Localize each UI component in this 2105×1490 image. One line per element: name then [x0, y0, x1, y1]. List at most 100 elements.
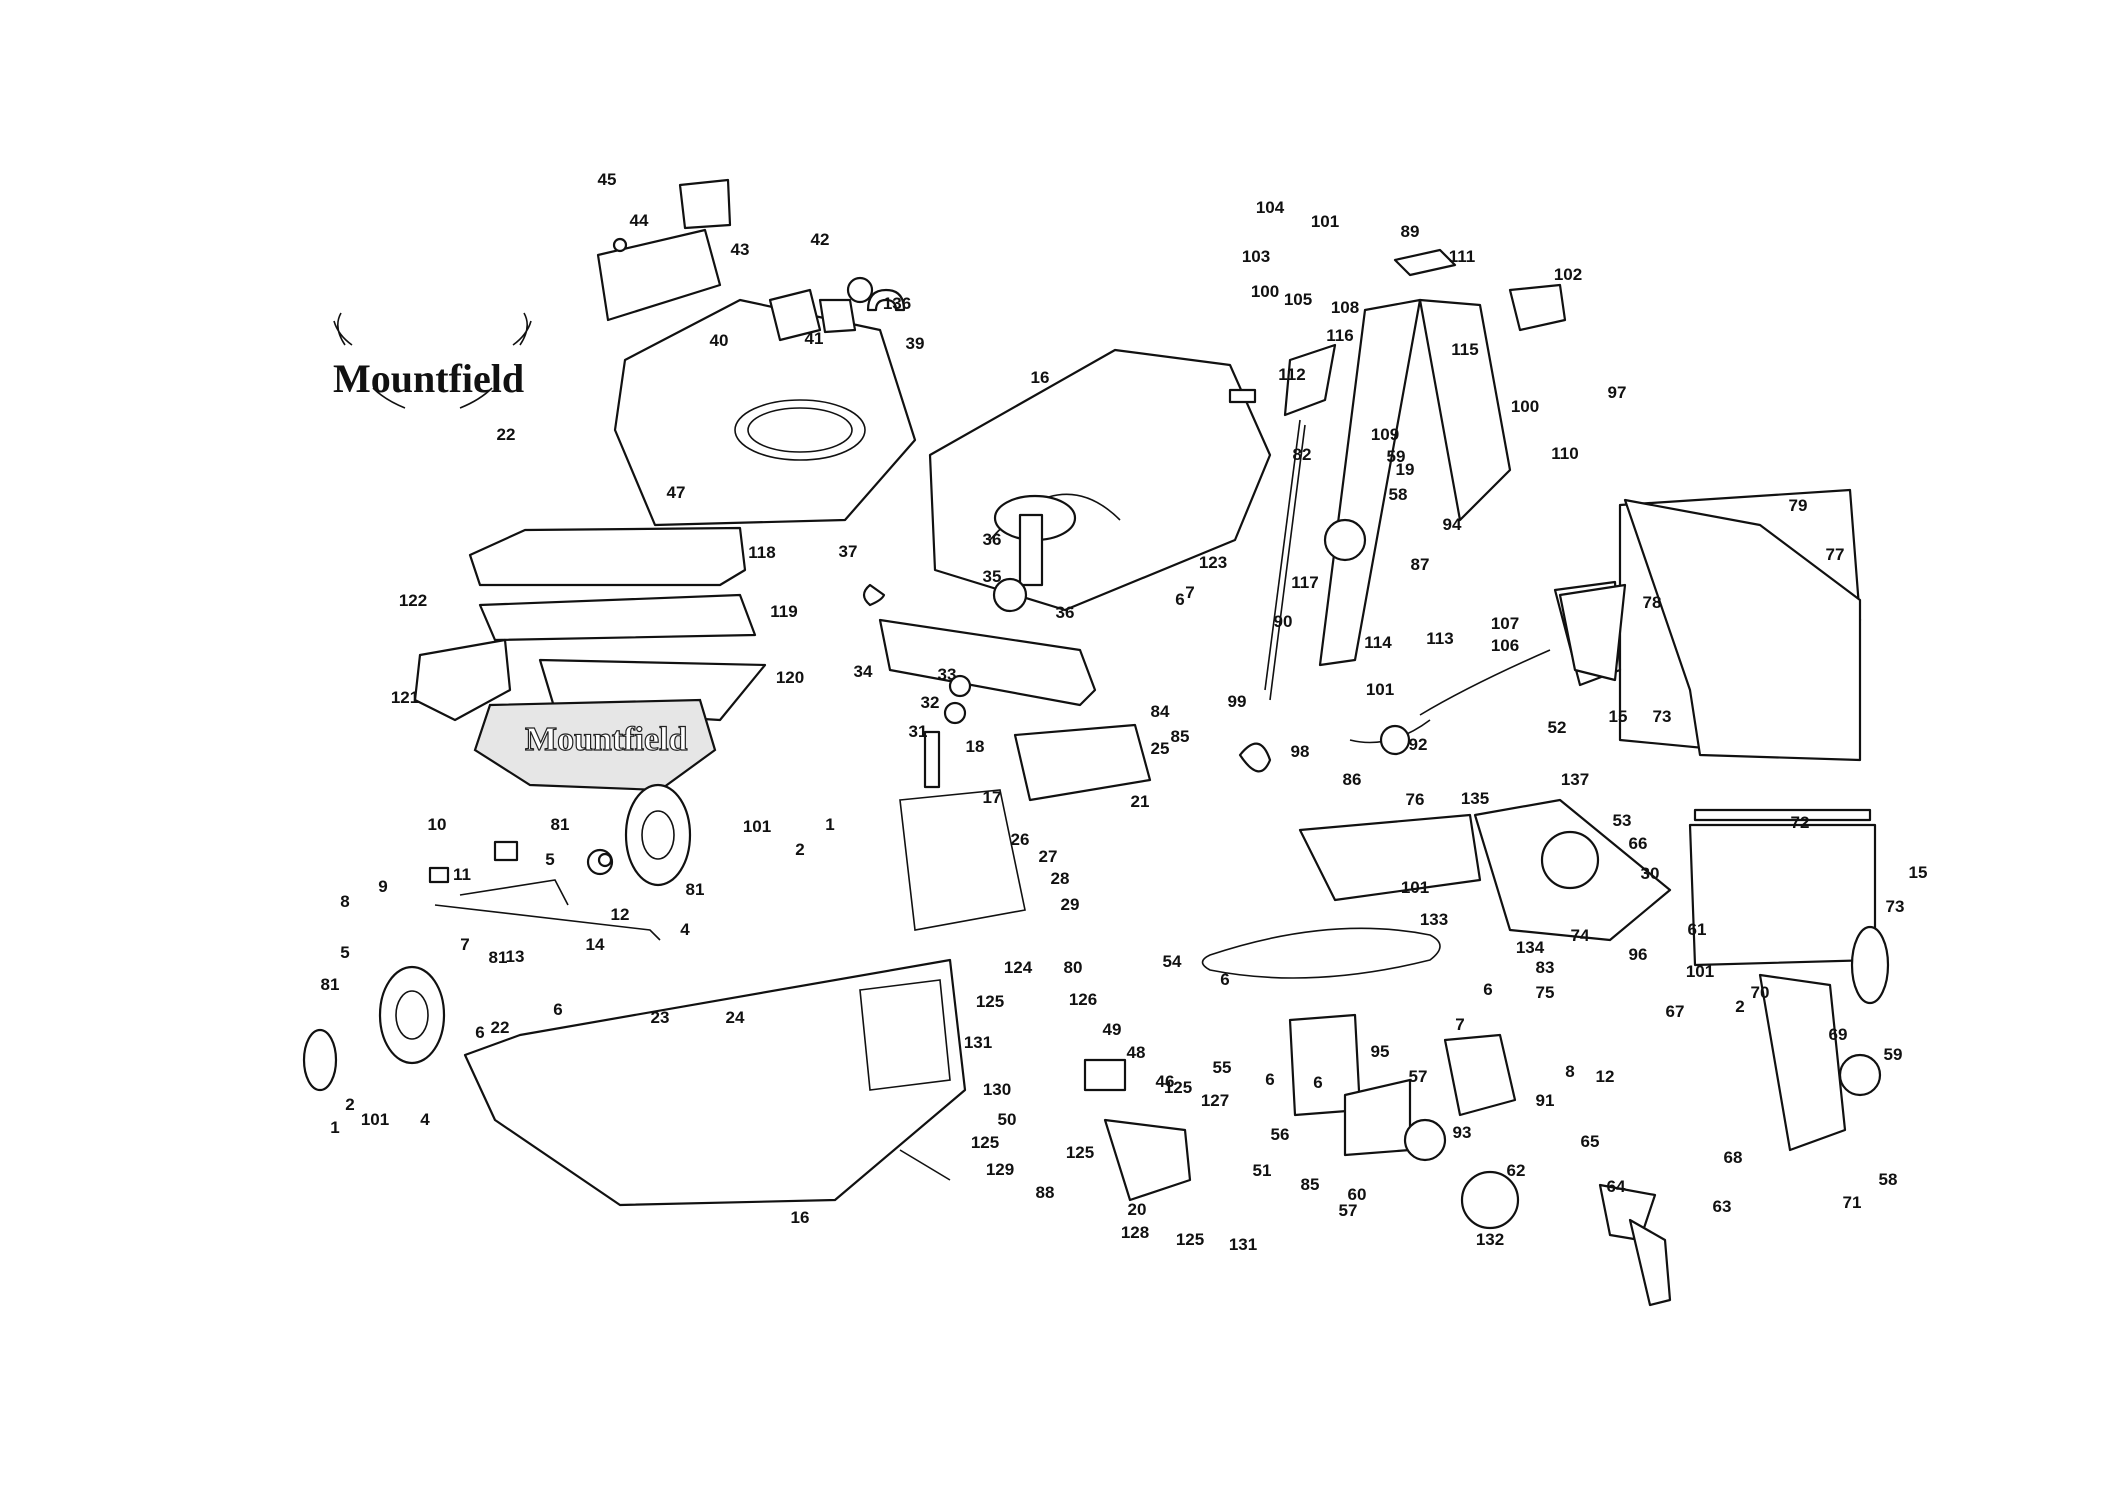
part-label-37: 37 [839, 542, 858, 561]
part-label-131-2: 131 [1229, 1235, 1257, 1254]
part-label-96: 96 [1629, 945, 1648, 964]
part-label-85: 85 [1171, 727, 1190, 746]
part-label-36: 36 [983, 530, 1002, 549]
part-label-87: 87 [1411, 555, 1430, 574]
part-label-21: 21 [1131, 792, 1150, 811]
part-label-40: 40 [710, 331, 729, 350]
part-label-85-2: 85 [1301, 1175, 1320, 1194]
part-label-44: 44 [630, 211, 649, 230]
part-label-93: 93 [1453, 1123, 1472, 1142]
part-label-114: 114 [1364, 633, 1392, 652]
part-label-9: 9 [378, 877, 387, 896]
part-label-122: 122 [399, 591, 427, 610]
part-label-12-2: 12 [1596, 1067, 1615, 1086]
part-label-125: 125 [976, 992, 1004, 1011]
part-label-18: 18 [966, 737, 985, 756]
deck-brand: Mountfield [525, 721, 688, 758]
part-label-7-3: 7 [1455, 1015, 1464, 1034]
part-label-95: 95 [1371, 1042, 1390, 1061]
part-label-63: 63 [1713, 1197, 1732, 1216]
part-label-102: 102 [1554, 265, 1582, 284]
part-label-59: 59 [1387, 447, 1406, 466]
part-label-91: 91 [1536, 1091, 1555, 1110]
part-label-15-2: 15 [1909, 863, 1928, 882]
part-label-109: 109 [1371, 425, 1399, 444]
part-label-101-3: 101 [1366, 680, 1394, 699]
part-label-70: 70 [1751, 983, 1770, 1002]
part-label-107: 107 [1491, 614, 1519, 633]
part-label-125-2: 125 [971, 1133, 999, 1152]
part-label-82: 82 [1293, 445, 1312, 464]
part-label-92: 92 [1409, 735, 1428, 754]
part-label-117: 117 [1291, 573, 1318, 592]
part-label-129: 129 [986, 1160, 1014, 1179]
part-label-76: 76 [1406, 790, 1425, 809]
part-label-88: 88 [1036, 1183, 1055, 1202]
part-label-17: 17 [983, 788, 1002, 807]
part-label-49: 49 [1103, 1020, 1122, 1039]
part-label-94: 94 [1443, 515, 1462, 534]
part-label-134: 134 [1516, 938, 1545, 957]
part-label-101-5: 101 [1401, 878, 1429, 897]
part-label-6-7: 6 [1483, 980, 1492, 999]
part-label-31: 31 [909, 722, 928, 741]
part-label-101-2: 101 [743, 817, 771, 836]
part-label-130: 130 [983, 1080, 1011, 1099]
part-label-81-4: 81 [321, 975, 340, 994]
part-label-136: 136 [883, 294, 911, 313]
part-label-105: 105 [1284, 290, 1312, 309]
part-label-34: 34 [854, 662, 873, 681]
part-label-47: 47 [667, 483, 686, 502]
part-label-58-2: 58 [1879, 1170, 1898, 1189]
part-label-103: 103 [1242, 247, 1270, 266]
part-label-25: 25 [1151, 739, 1170, 758]
part-label-89: 89 [1401, 222, 1420, 241]
part-label-4: 4 [420, 1110, 430, 1129]
part-label-50: 50 [998, 1110, 1017, 1129]
part-label-23: 23 [651, 1008, 670, 1027]
part-label-1: 1 [330, 1118, 339, 1137]
part-label-116: 116 [1326, 326, 1353, 345]
part-label-83: 83 [1536, 958, 1555, 977]
part-label-99: 99 [1228, 692, 1247, 711]
part-label-29: 29 [1061, 895, 1080, 914]
part-label-106: 106 [1491, 636, 1519, 655]
part-label-75: 75 [1536, 983, 1555, 1002]
part-label-58: 58 [1389, 485, 1408, 504]
blade-group [878, 618, 1152, 802]
part-label-16-2: 16 [791, 1208, 810, 1227]
part-label-119: 119 [770, 602, 797, 621]
part-label-1-2: 1 [825, 815, 834, 834]
part-label-71: 71 [1843, 1193, 1862, 1212]
part-label-55: 55 [1213, 1058, 1232, 1077]
part-label-2-2: 2 [795, 840, 804, 859]
part-label-128: 128 [1121, 1223, 1149, 1242]
part-label-131: 131 [964, 1033, 992, 1052]
part-label-6-6: 6 [1313, 1073, 1322, 1092]
part-label-133: 133 [1420, 910, 1448, 929]
part-label-48: 48 [1127, 1043, 1146, 1062]
part-label-68: 68 [1724, 1148, 1743, 1167]
part-label-35: 35 [983, 567, 1002, 586]
part-label-101-6: 101 [361, 1110, 389, 1129]
part-label-6-4: 6 [1220, 970, 1229, 989]
part-label-135: 135 [1461, 789, 1489, 808]
part-label-7: 7 [460, 935, 469, 954]
part-label-8: 8 [340, 892, 349, 911]
part-label-110: 110 [1551, 444, 1578, 463]
part-label-98: 98 [1291, 742, 1310, 761]
part-label-127: 127 [1201, 1091, 1229, 1110]
part-label-66: 66 [1629, 834, 1648, 853]
part-label-41: 41 [805, 329, 824, 348]
part-label-101-4: 101 [1686, 962, 1714, 981]
part-label-67: 67 [1666, 1002, 1685, 1021]
handle-assembly [1238, 248, 1567, 902]
part-label-124: 124 [1004, 958, 1033, 977]
part-label-13: 13 [506, 947, 525, 966]
part-label-73: 73 [1653, 707, 1672, 726]
part-label-77: 77 [1826, 545, 1845, 564]
part-label-64: 64 [1607, 1177, 1626, 1196]
part-label-45: 45 [598, 170, 617, 189]
part-label-19: 19 [1396, 460, 1415, 479]
part-label-6-3: 6 [1175, 590, 1184, 609]
